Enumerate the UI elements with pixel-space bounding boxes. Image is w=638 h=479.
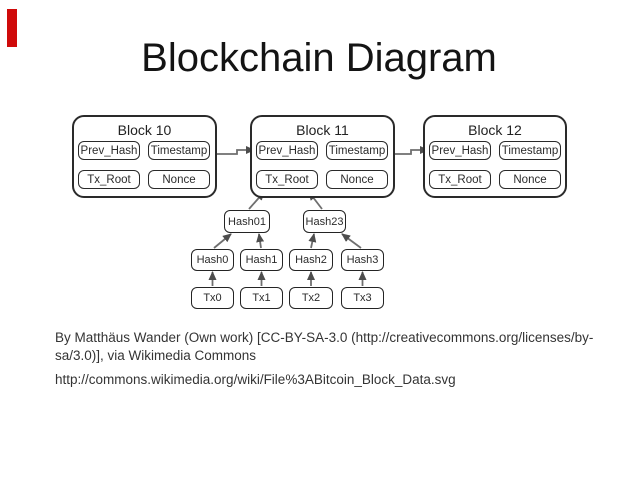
red-accent-bar [7,9,17,47]
block-11-cell-tx-root: Tx_Root [256,170,318,189]
slide-title: Blockchain Diagram [141,36,497,80]
block-11-title: Block 11 [296,122,349,138]
merkle-node-hash1: Hash1 [240,249,283,271]
block-10-cell-tx-root: Tx_Root [78,170,140,189]
merkle-node-hash2: Hash2 [289,249,333,271]
block-10-title: Block 10 [117,122,172,138]
block-12-cell-tx-root: Tx_Root [429,170,491,189]
merkle-node-tx0: Tx0 [191,287,234,309]
merkle-node-tx1: Tx1 [240,287,283,309]
merkle-node-tx3: Tx3 [341,287,384,309]
attribution-text: By Matthäus Wander (Own work) [CC-BY-SA-… [55,329,600,365]
attribution-line-2: sa/3.0)], via Wikimedia Commons [55,348,257,363]
merkle-node-hash01: Hash01 [224,210,270,233]
block-12-container: Block 12 Prev_Hash Timestamp Tx_Root Non… [423,115,567,198]
merkle-node-tx2: Tx2 [289,287,333,309]
block-11-cell-timestamp: Timestamp [326,141,388,160]
merkle-node-hash3: Hash3 [341,249,384,271]
block-12-cell-timestamp: Timestamp [499,141,561,160]
block-12-cell-nonce: Nonce [499,170,561,189]
block-12-title: Block 12 [468,122,522,138]
attribution-line-1: By Matthäus Wander (Own work) [CC-BY-SA-… [55,330,594,345]
merkle-node-hash23: Hash23 [303,210,346,233]
merkle-node-hash0: Hash0 [191,249,234,271]
source-url: http://commons.wikimedia.org/wiki/File%3… [55,372,456,387]
block-12-cell-prev-hash: Prev_Hash [429,141,491,160]
block-10-cell-nonce: Nonce [148,170,210,189]
block-11-cell-nonce: Nonce [326,170,388,189]
block-10-cell-timestamp: Timestamp [148,141,210,160]
block-10-cell-prev-hash: Prev_Hash [78,141,140,160]
block-10-container: Block 10 Prev_Hash Timestamp Tx_Root Non… [72,115,217,198]
block-11-container: Block 11 Prev_Hash Timestamp Tx_Root Non… [250,115,395,198]
block-11-cell-prev-hash: Prev_Hash [256,141,318,160]
